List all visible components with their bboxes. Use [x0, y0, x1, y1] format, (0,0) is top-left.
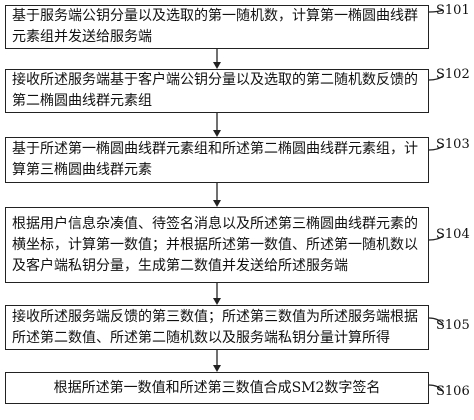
- arrow-s105-s106: [213, 350, 221, 372]
- arrow-s103-s104: [213, 183, 221, 207]
- step-label-s106: S106: [436, 384, 470, 399]
- step-box-s101: 基于服务端公钥分量以及选取的第一随机数，计算第一椭圆曲线群元素组并发送给服务端: [5, 5, 429, 49]
- leader-s106: [428, 384, 444, 392]
- step-text-s106: 根据所述第一数值和所述第三数值合成SM2数字签名: [53, 379, 381, 396]
- leader-s101: [428, 9, 444, 13]
- step-label-s104: S104: [436, 227, 470, 242]
- step-box-s103: 基于所述第一椭圆曲线群元素组和所述第二椭圆曲线群元素组，计算第三椭圆曲线群元素: [5, 137, 429, 183]
- step-text-s105: 接收所述服务端反馈的第三数值；所述第三数值为所述服务端根据所述第二数值、所述第二…: [12, 308, 418, 346]
- step-label-s101: S101: [436, 3, 470, 18]
- step-text-s103: 基于所述第一椭圆曲线群元素组和所述第二椭圆曲线群元素组，计算第三椭圆曲线群元素: [12, 141, 418, 178]
- step-box-s104: 根据用户信息杂凑值、待签名消息以及所述第三椭圆曲线群元素的横坐标，计算第一数值；…: [5, 207, 429, 283]
- arrow-s101-s102: [213, 49, 221, 69]
- arrow-s104-s105: [213, 283, 221, 305]
- leader-s104: [428, 235, 444, 241]
- step-box-s106: 根据所述第一数值和所述第三数值合成SM2数字签名: [5, 372, 429, 404]
- step-text-s104: 根据用户信息杂凑值、待签名消息以及所述第三椭圆曲线群元素的横坐标，计算第一数值；…: [12, 215, 418, 274]
- leader-s103: [428, 145, 444, 151]
- step-text-s101: 基于服务端公钥分量以及选取的第一随机数，计算第一椭圆曲线群元素组并发送给服务端: [12, 8, 418, 45]
- step-label-s102: S102: [436, 67, 470, 82]
- arrow-s102-s103: [213, 113, 221, 137]
- leader-s105: [428, 317, 444, 325]
- leader-s102: [428, 75, 444, 81]
- step-label-s105: S105: [436, 318, 470, 333]
- step-text-s102: 接收所述服务端基于客户端公钥分量以及选取的第二随机数反馈的第二椭圆曲线群元素组: [12, 72, 418, 109]
- step-label-s103: S103: [436, 137, 470, 152]
- step-box-s105: 接收所述服务端反馈的第三数值；所述第三数值为所述服务端根据所述第二数值、所述第二…: [5, 305, 429, 350]
- step-box-s102: 接收所述服务端基于客户端公钥分量以及选取的第二随机数反馈的第二椭圆曲线群元素组: [5, 69, 429, 113]
